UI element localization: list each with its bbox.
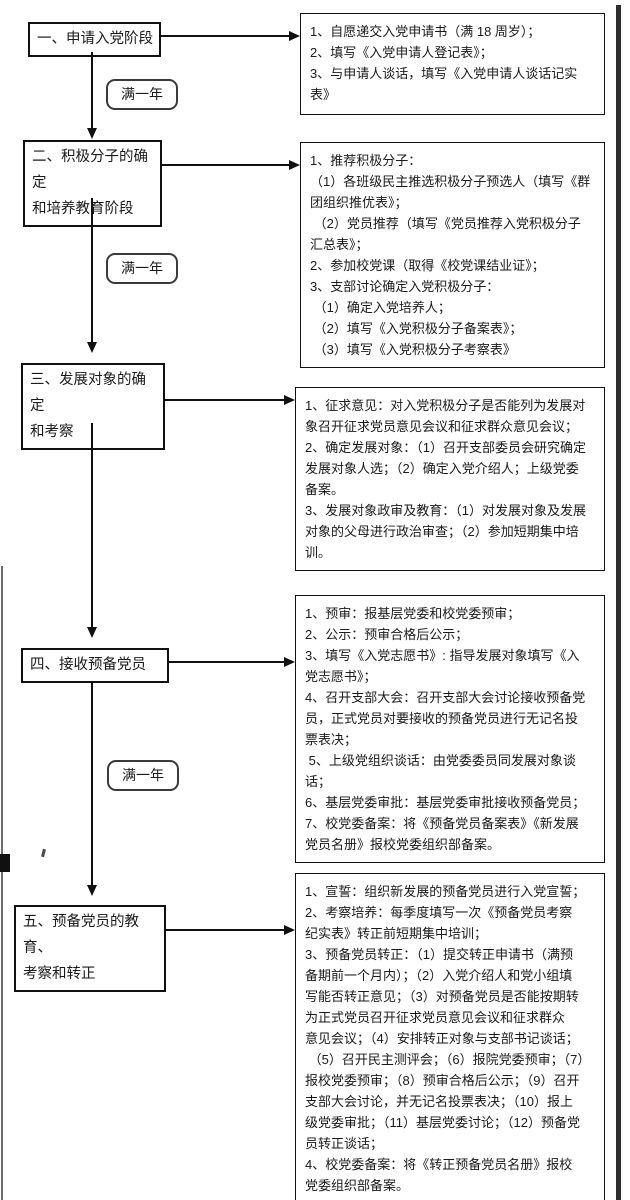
year-badge-label-3: 满一年 (122, 767, 164, 783)
arrow-right-head-5 (284, 925, 295, 935)
arrow-right-line-1 (161, 35, 289, 37)
stage-label-4: 四、接收预备党员 (30, 657, 146, 673)
stage-box-5: 五、预备党员的教育、 考察和转正 (14, 905, 166, 992)
scan-edge-right (616, 5, 621, 1200)
detail-box-1: 1、自愿递交入党申请书（满 18 周岁）； 2、填写《入党申请人登记表》； 3、… (300, 13, 605, 115)
arrow-down-line-3 (91, 423, 93, 627)
arrow-right-head-2 (289, 160, 300, 170)
arrow-down-line-2 (91, 198, 93, 342)
arrow-right-line-2 (162, 164, 289, 166)
detail-box-4: 1、预审：报基层党委和校党委预审； 2、公示：预审合格后公示； 3、填写《入党志… (295, 595, 605, 863)
detail-box-5: 1、宣誓：组织新发展的预备党员进行入党宣誓； 2、考察培养：每季度填写一次《预备… (295, 873, 605, 1200)
arrow-down-line-1 (91, 52, 93, 128)
detail-box-2: 1、推荐积极分子： （1）各班级民主推选积极分子预选人（填写《群 团组织推优表》… (300, 142, 605, 368)
arrow-down-line-4 (91, 681, 93, 885)
stage-box-4: 四、接收预备党员 (21, 648, 169, 683)
detail-text-3: 1、征求意见：对入党积极分子是否能列为发展对 象召开征求党员意见会议和征求群众意… (305, 398, 586, 560)
stage-label-1: 一、申请入党阶段 (37, 31, 153, 47)
detail-text-2: 1、推荐积极分子： （1）各班级民主推选积极分子预选人（填写《群 团组织推优表》… (310, 153, 591, 357)
year-badge-3: 满一年 (107, 760, 179, 791)
ink-blot (0, 854, 10, 872)
arrow-right-line-4 (169, 661, 284, 663)
arrow-right-head-4 (284, 657, 295, 667)
arrow-down-head-1 (87, 128, 97, 139)
detail-text-1: 1、自愿递交入党申请书（满 18 周岁）； 2、填写《入党申请人登记表》； 3、… (310, 24, 578, 102)
stage-box-3: 三、发展对象的确定 和考察 (21, 363, 165, 450)
year-badge-label-2: 满一年 (121, 260, 163, 276)
year-badge-1: 满一年 (106, 79, 178, 110)
year-badge-label-1: 满一年 (121, 86, 163, 102)
arrow-down-head-4 (87, 885, 97, 896)
arrow-right-head-1 (289, 31, 300, 41)
arrow-down-head-2 (87, 342, 97, 353)
stage-box-1: 一、申请入党阶段 (28, 22, 161, 57)
arrow-right-line-5 (166, 929, 284, 931)
stage-label-2: 二、积极分子的确定 和培养教育阶段 (32, 149, 148, 217)
stage-label-5: 五、预备党员的教育、 考察和转正 (23, 914, 139, 982)
arrow-right-head-3 (284, 395, 295, 405)
detail-box-3: 1、征求意见：对入党积极分子是否能列为发展对 象召开征求党员意见会议和征求群众意… (295, 387, 605, 571)
scan-edge-left (1, 566, 3, 1200)
detail-text-5: 1、宣誓：组织新发展的预备党员进行入党宣誓； 2、考察培养：每季度填写一次《预备… (305, 884, 591, 1193)
ink-tick (41, 848, 46, 858)
detail-text-4: 1、预审：报基层党委和校党委预审； 2、公示：预审合格后公示； 3、填写《入党志… (305, 606, 586, 852)
stage-label-3: 三、发展对象的确定 和考察 (30, 372, 146, 440)
year-badge-2: 满一年 (106, 253, 178, 284)
arrow-down-head-3 (87, 627, 97, 638)
arrow-right-line-3 (165, 399, 284, 401)
